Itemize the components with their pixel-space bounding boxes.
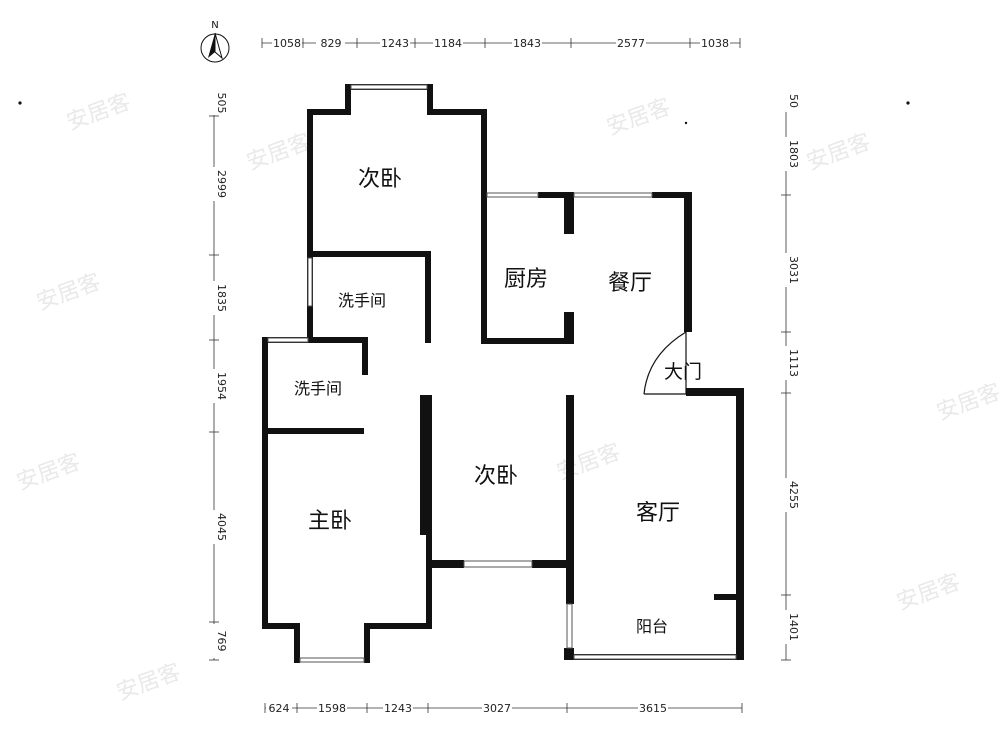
svg-text:安居客: 安居客 (804, 130, 875, 176)
dim-label: 1843 (513, 37, 541, 50)
svg-text:安居客: 安居客 (114, 660, 185, 706)
svg-text:安居客: 安居客 (64, 90, 135, 136)
right-dimension-line: 50 1803 3031 1113 4255 1401 (778, 90, 800, 661)
room-label-bath-lower: 洗手间 (294, 379, 342, 398)
dim-label: 3031 (787, 256, 800, 284)
room-label-bedroom-top: 次卧 (358, 167, 402, 192)
room-label-balcony: 阳台 (636, 617, 668, 636)
dim-label: 1954 (215, 372, 228, 400)
room-label-bath-upper: 洗手间 (338, 291, 386, 310)
bottom-dimension-line: 624 1598 1243 3027 3615 (264, 700, 743, 716)
dim-label: 1184 (434, 37, 462, 50)
dim-label: 624 (269, 702, 290, 715)
dim-label: 3027 (483, 702, 511, 715)
dim-label: 1058 (273, 37, 301, 50)
stray-dot (18, 101, 22, 105)
entrance-door[interactable] (643, 331, 687, 395)
dim-label: 829 (321, 37, 342, 50)
dim-label: 1835 (215, 284, 228, 312)
dim-label: 1598 (318, 702, 346, 715)
svg-text:安居客: 安居客 (34, 270, 105, 316)
windows (267, 84, 737, 663)
stray-dot (684, 121, 688, 125)
svg-text:安居客: 安居客 (244, 130, 315, 176)
dim-label: 769 (215, 631, 228, 652)
left-dimension-line: 505 2999 1835 1954 4045 769 (206, 89, 228, 661)
dim-label: 1803 (787, 140, 800, 168)
dim-label: 1243 (384, 702, 412, 715)
top-dimension-line: 1058 829 1243 1184 1843 2577 1038 (261, 35, 741, 51)
stray-dot (906, 101, 910, 105)
dim-label: 4255 (787, 481, 800, 509)
room-label-dining: 餐厅 (608, 271, 652, 296)
compass-north-label: N (211, 20, 218, 31)
dim-label: 1401 (787, 613, 800, 641)
watermark: 安居客 安居客 安居客 安居客 安居客 安居客 安居客 安居客 安居客 安居客 (14, 90, 1000, 706)
dim-label: 505 (215, 93, 228, 114)
dim-label: 2577 (617, 37, 645, 50)
room-label-master-bedroom: 主卧 (308, 509, 352, 534)
dim-label: 4045 (215, 513, 228, 541)
dim-label: 3615 (639, 702, 667, 715)
room-label-kitchen: 厨房 (504, 267, 548, 292)
room-label-bedroom-middle: 次卧 (474, 464, 518, 489)
dim-label: 1243 (381, 37, 409, 50)
dim-label: 1038 (701, 37, 729, 50)
room-label-living-room: 客厅 (636, 501, 680, 526)
svg-text:安居客: 安居客 (894, 570, 965, 616)
svg-text:安居客: 安居客 (14, 450, 85, 496)
svg-text:安居客: 安居客 (554, 440, 625, 486)
svg-text:安居客: 安居客 (934, 380, 1000, 426)
dim-label: 50 (787, 94, 800, 108)
compass-icon: N (200, 20, 230, 63)
dim-label: 1113 (787, 349, 800, 377)
room-label-entrance: 大门 (664, 361, 702, 383)
dim-label: 2999 (215, 170, 228, 198)
svg-text:安居客: 安居客 (604, 95, 675, 141)
